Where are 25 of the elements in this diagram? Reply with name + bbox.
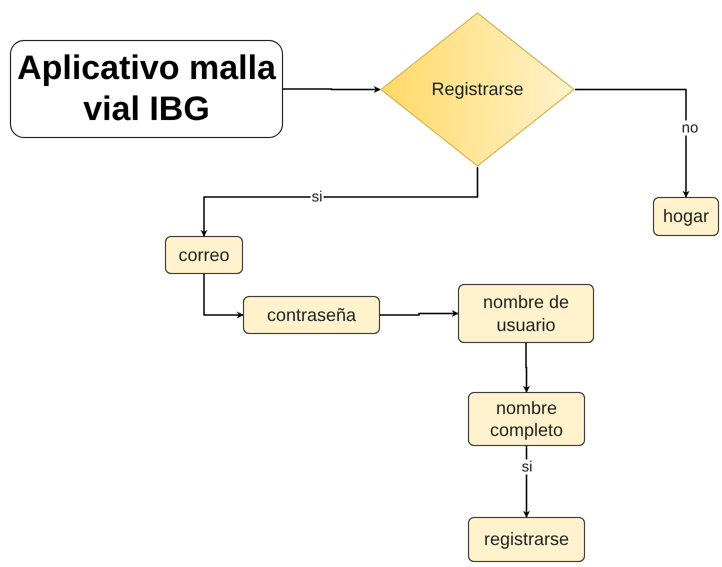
- arrow: [283, 86, 381, 93]
- process-box: [468, 517, 585, 562]
- step-label: hogar: [662, 205, 710, 228]
- process-box: [165, 236, 243, 274]
- step-label: contraseña: [266, 304, 356, 326]
- title-text: Aplicativo malla vial IBG: [16, 48, 278, 130]
- edge-label: no: [680, 120, 700, 136]
- arrow: [523, 446, 530, 518]
- process-box: [458, 284, 594, 343]
- step-label: registrarse: [484, 528, 570, 551]
- arrow: [380, 310, 459, 317]
- title-box: [10, 40, 283, 138]
- process-box: [468, 392, 585, 446]
- process-box: [243, 296, 380, 334]
- arrow: [203, 274, 244, 318]
- edge-label: si: [310, 190, 324, 204]
- arrow: [523, 343, 530, 393]
- arrow: [200, 167, 478, 237]
- step-label: correo: [178, 244, 230, 266]
- decision-label: Registrarse: [431, 78, 524, 101]
- step-label: nombre completo: [488, 396, 564, 442]
- process-box: [653, 197, 719, 236]
- step-label: nombre de usuario: [482, 291, 570, 336]
- edge-label: si: [520, 460, 534, 474]
- arrow: [575, 88, 690, 198]
